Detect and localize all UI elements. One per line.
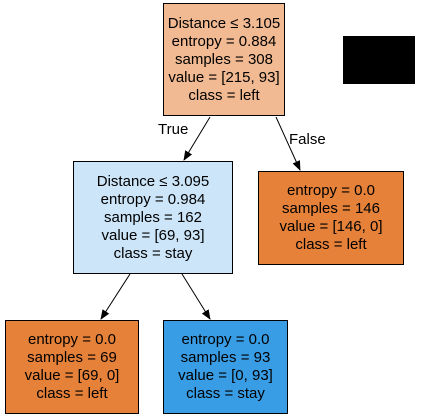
right-leaf-node: entropy = 0.0 samples = 146 value = [146… (258, 171, 404, 265)
node-entropy: entropy = 0.884 (171, 32, 277, 50)
node-entropy: entropy = 0.0 (181, 331, 270, 348)
node-samples: samples = 162 (104, 208, 202, 226)
node-class: class = left (188, 86, 260, 104)
node-value: value = [146, 0] (279, 218, 383, 235)
edge-left-to-left-right (181, 273, 211, 320)
left-left-leaf-node: entropy = 0.0 samples = 69 value = [69, … (5, 320, 139, 414)
node-samples: samples = 69 (27, 349, 117, 366)
node-class: class = left (295, 236, 367, 253)
edge-root-to-right (275, 116, 301, 171)
left-right-leaf-node: entropy = 0.0 samples = 93 value = [0, 9… (163, 320, 288, 414)
node-samples: samples = 308 (175, 50, 273, 68)
root-node: Distance ≤ 3.105 entropy = 0.884 samples… (163, 3, 285, 116)
edge-root-to-left (183, 116, 211, 161)
left-split-node: Distance ≤ 3.095 entropy = 0.984 samples… (73, 161, 233, 274)
redaction-box (343, 36, 415, 84)
node-entropy: entropy = 0.0 (28, 331, 116, 348)
false-edge-label: False (289, 131, 326, 148)
node-split-condition: Distance ≤ 3.095 (96, 172, 210, 190)
node-samples: samples = 93 (180, 349, 271, 366)
node-value: value = [215, 93] (168, 68, 280, 86)
node-class: class = stay (113, 244, 193, 262)
edge-left-to-left-left (100, 273, 131, 320)
node-class: class = stay (186, 385, 265, 402)
node-entropy: entropy = 0.0 (287, 182, 375, 199)
node-samples: samples = 146 (282, 200, 380, 217)
true-edge-label: True (158, 121, 189, 138)
node-value: value = [69, 93] (101, 226, 205, 244)
node-entropy: entropy = 0.984 (100, 190, 206, 208)
node-value: value = [0, 93] (178, 367, 273, 384)
node-class: class = left (36, 385, 108, 402)
node-value: value = [69, 0] (24, 367, 120, 384)
node-split-condition: Distance ≤ 3.105 (167, 14, 281, 32)
